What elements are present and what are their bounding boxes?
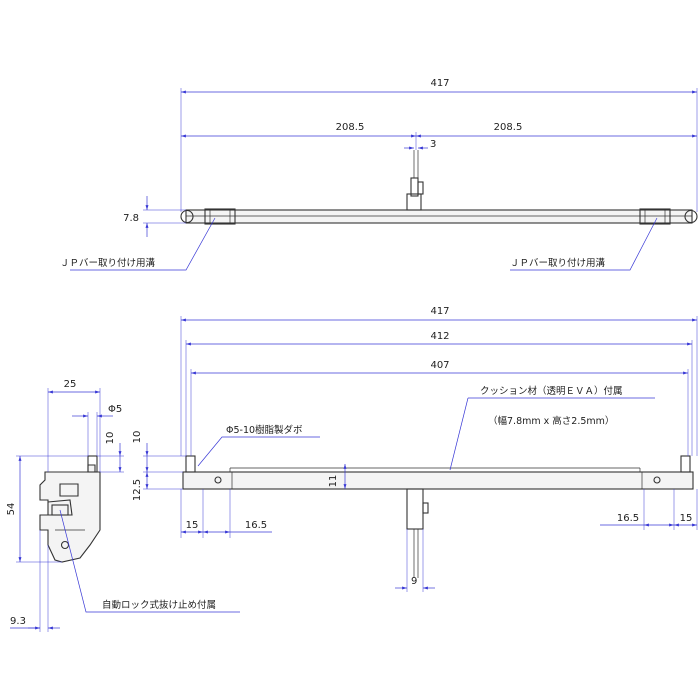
front-dim-bar-height: 11 [328,475,339,488]
top-view: 417 208.5 208.5 3 7.8 ＪＰバー取り付け用溝 ＪＰバー取り付… [60,78,698,271]
front-label-dowel: Φ5-10樹脂製ダボ [226,424,303,436]
top-dim-total: 417 [430,78,449,89]
side-dim-width: 25 [64,379,77,390]
front-right-dowel [680,455,691,473]
side-bracket-profile [39,464,101,563]
front-dim-hanger-width: 9 [411,576,417,587]
front-dim-right-16-5: 16.5 [617,513,639,524]
front-dim-left-16-5: 16.5 [245,520,267,531]
side-dim-post: 10 [105,432,116,445]
front-dim-total: 417 [430,306,449,317]
top-left-groove [204,208,236,225]
front-dim-left-15: 15 [186,520,199,531]
side-label-lock: 自動ロック式抜け止め付属 [102,599,216,611]
side-dim-offset: 9.3 [10,616,26,627]
front-dim-post-height: 10 [132,431,143,444]
front-dim-cushion: 407 [430,360,449,371]
front-dim-lower: 12.5 [132,479,143,501]
top-dim-half-right: 208.5 [494,122,523,133]
top-center-hanger [406,193,422,211]
top-right-end-cap [684,209,698,224]
top-label-right: ＪＰバー取り付け用溝 [510,257,606,269]
side-dim-dia: Φ5 [108,404,122,415]
front-left-dowel [185,455,196,473]
top-right-groove [639,208,671,225]
top-dim-center: 3 [430,139,436,150]
front-dim-right-15: 15 [680,513,693,524]
top-dim-height: 7.8 [123,213,139,224]
side-view: 25 Φ5 10 54 9.3 自動ロック式抜け止め付属 [6,379,240,632]
top-label-left: ＪＰバー取り付け用溝 [60,257,156,269]
front-dim-inner: 412 [430,331,449,342]
top-dim-half-left: 208.5 [336,122,365,133]
top-bar-body [185,209,693,224]
top-left-end-cap [180,209,194,224]
front-view: 417 412 407 11 10 12.5 15 16.5 16.5 [132,306,698,592]
front-bar-body [182,471,694,490]
front-center-hanger [406,488,424,530]
front-label-cushion-size: （幅7.8mm x 高さ2.5mm） [488,415,614,427]
front-label-cushion: クッション材（透明ＥＶＡ）付属 [480,385,623,397]
side-dim-height: 54 [6,503,17,516]
